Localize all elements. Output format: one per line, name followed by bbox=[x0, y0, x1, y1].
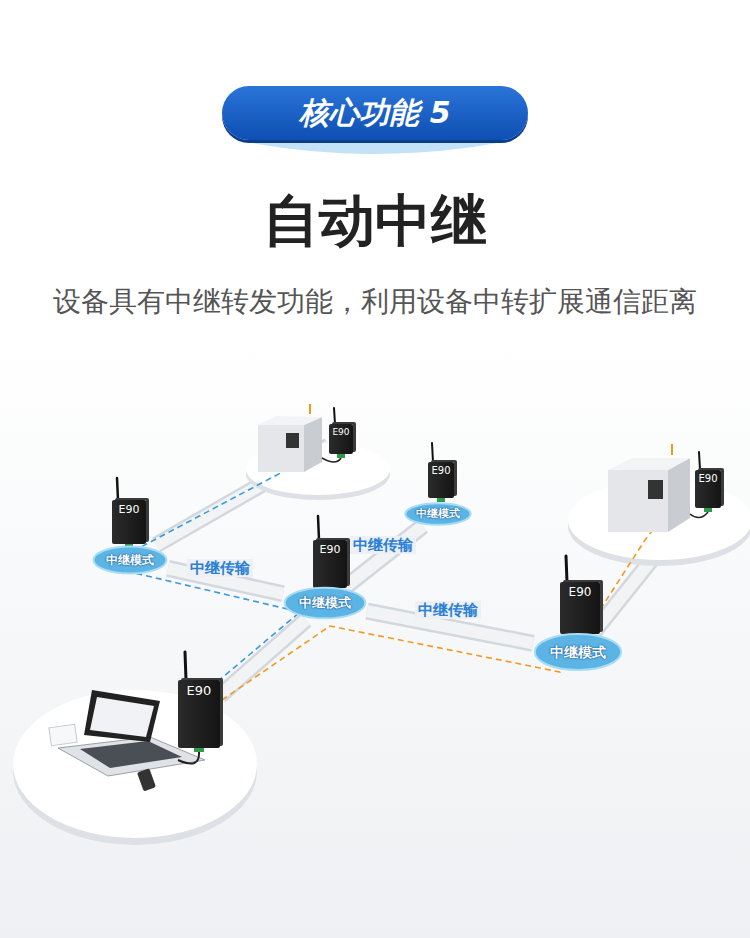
radio-device: E90 bbox=[560, 582, 600, 634]
terminal-block bbox=[337, 454, 345, 458]
subtitle: 设备具有中继转发功能，利用设备中转扩展通信距离 bbox=[0, 284, 750, 320]
machine-window bbox=[648, 480, 663, 499]
radio-device: E90 bbox=[313, 540, 347, 588]
machine-top bbox=[258, 416, 322, 425]
relay-mode-ellipse: 中继模式 bbox=[533, 632, 623, 672]
machine-side bbox=[304, 417, 322, 472]
mode-label: 中继模式 bbox=[550, 644, 606, 661]
mode-label: 中继模式 bbox=[416, 507, 460, 520]
radio-device: E90 bbox=[428, 462, 454, 498]
machine-light bbox=[671, 444, 673, 455]
banner-text: 核心功能 5 bbox=[299, 95, 450, 131]
antenna bbox=[334, 408, 335, 424]
antenna bbox=[699, 452, 700, 470]
ellipse-fill bbox=[94, 547, 167, 574]
machine-window bbox=[286, 433, 299, 448]
relay-road bbox=[347, 526, 423, 586]
edge-label: 中继传输 bbox=[187, 559, 253, 577]
device-model: E90 bbox=[187, 680, 212, 699]
machine-top bbox=[608, 458, 690, 470]
machine-light bbox=[309, 404, 311, 414]
laptop-keyboard bbox=[80, 741, 182, 768]
terminal-block bbox=[437, 498, 445, 502]
relay-mode-ellipse: 中继模式 bbox=[283, 586, 367, 620]
page-title: 自动中继 bbox=[0, 188, 750, 254]
feature-banner: 核心功能 5 bbox=[222, 86, 528, 140]
mode-label: 中继模式 bbox=[106, 553, 154, 567]
radio-device: E90 bbox=[329, 424, 353, 454]
notepad bbox=[49, 724, 77, 745]
relay-mode-ellipse: 中继模式 bbox=[92, 545, 168, 575]
cable bbox=[690, 512, 708, 518]
laptop-display bbox=[90, 697, 154, 737]
machine-front bbox=[608, 470, 668, 532]
device-model: E90 bbox=[698, 470, 717, 485]
road-edge bbox=[220, 620, 306, 696]
relay-road bbox=[220, 620, 306, 696]
road-surface bbox=[347, 526, 423, 586]
edge-label: 中继传输 bbox=[350, 536, 416, 554]
antenna bbox=[318, 516, 319, 540]
machine-side bbox=[668, 458, 690, 532]
device-model: E90 bbox=[431, 462, 450, 477]
road-edge bbox=[347, 526, 423, 586]
cable bbox=[178, 752, 199, 764]
ellipse-fill bbox=[535, 634, 621, 670]
radio-device: E90 bbox=[112, 500, 146, 544]
phone bbox=[137, 768, 156, 791]
machine-front bbox=[258, 425, 304, 472]
device-model: E90 bbox=[569, 582, 592, 599]
signal-path-blue bbox=[105, 468, 300, 688]
ellipse-fill bbox=[285, 588, 366, 619]
signal-path-orange bbox=[222, 520, 660, 700]
road-surface bbox=[220, 620, 306, 696]
laptop-screen bbox=[84, 690, 160, 742]
cable bbox=[322, 458, 341, 462]
platform bbox=[13, 690, 257, 838]
antenna bbox=[117, 478, 118, 500]
mode-label: 中继模式 bbox=[299, 595, 351, 611]
antenna bbox=[432, 443, 433, 462]
device-model: E90 bbox=[119, 500, 140, 516]
ellipse-fill bbox=[405, 503, 470, 525]
relay-mode-ellipse: 中继模式 bbox=[404, 502, 472, 526]
device-model: E90 bbox=[320, 540, 341, 556]
edge-label: 中继传输 bbox=[415, 601, 481, 619]
antenna bbox=[185, 652, 186, 680]
radio-device: E90 bbox=[178, 680, 220, 748]
device-model: E90 bbox=[332, 424, 349, 438]
radio-device: E90 bbox=[695, 470, 721, 508]
terminal-block bbox=[704, 508, 712, 512]
antenna bbox=[566, 556, 567, 582]
